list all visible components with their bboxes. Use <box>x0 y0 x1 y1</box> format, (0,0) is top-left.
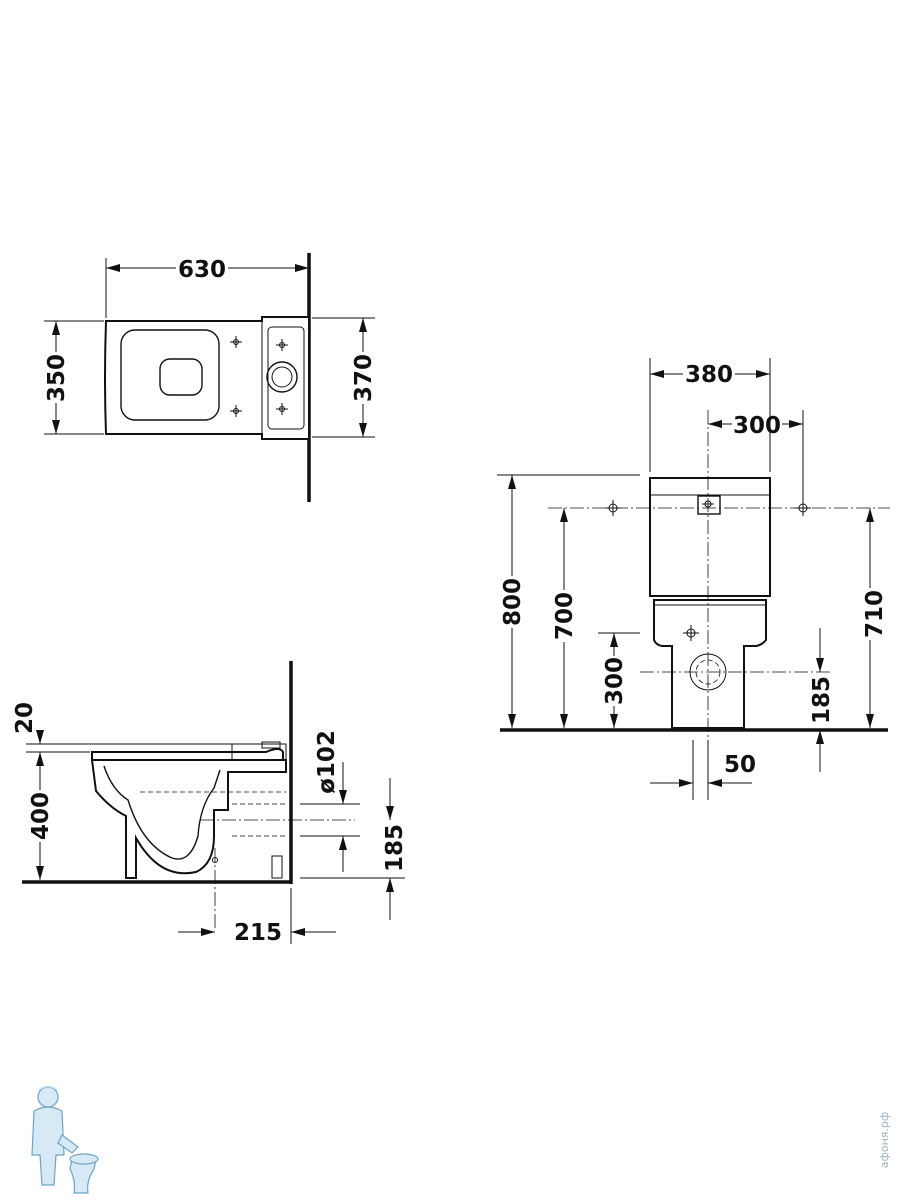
top-view: 630 350 370 <box>44 253 377 502</box>
side-view-height-dimension: 400 <box>28 752 54 880</box>
front-view-inlet-height-dimension: 300 <box>598 632 640 728</box>
dim-label-380: 380 <box>685 362 733 388</box>
top-view-seat <box>120 329 220 421</box>
dim-label-300-vertical: 300 <box>602 657 628 705</box>
top-view-lid-recess <box>159 358 203 396</box>
top-view-fixing-marks <box>230 336 288 417</box>
front-view-flush-button <box>697 495 721 515</box>
dim-label-800: 800 <box>500 578 526 626</box>
dim-label-710: 710 <box>862 590 888 638</box>
dim-label-400: 400 <box>28 792 54 840</box>
side-view-bowl <box>90 759 287 879</box>
top-view-depth-right-dimension: 370 <box>312 317 377 438</box>
front-view-bowl <box>653 599 767 729</box>
front-view-cistern-width-dimension: 380 <box>649 358 771 472</box>
dim-label-300-horizontal: 300 <box>733 413 781 439</box>
side-view-outlet-height-dimension: 185 <box>300 778 408 920</box>
side-view: 20 400 ø102 185 <box>12 661 408 946</box>
front-view-fixing-spacing-dimension: 300 <box>708 410 804 500</box>
dim-label-185-front: 185 <box>809 676 835 724</box>
front-view-outlet-offset-dimension: 50 <box>650 740 756 800</box>
dim-label-370: 370 <box>351 354 377 402</box>
front-view-fixing-marks <box>605 500 811 641</box>
dim-label-20: 20 <box>12 702 38 734</box>
watermark-site-text: афоня.рф <box>878 1112 891 1169</box>
top-view-outline <box>104 316 310 440</box>
side-view-floor-bracket <box>271 855 283 879</box>
side-view-seat-thickness-dimension: 20 <box>12 702 250 753</box>
side-view-outlet-diameter-dimension: ø102 <box>300 730 360 872</box>
dim-label-700: 700 <box>552 592 578 640</box>
dim-label-630: 630 <box>178 257 226 283</box>
dim-label-diameter-102: ø102 <box>314 730 340 794</box>
side-view-seat <box>91 748 284 761</box>
dim-label-215: 215 <box>234 920 282 946</box>
front-view-total-height-dimension: 800 <box>497 474 640 728</box>
top-view-flush-button <box>266 361 298 393</box>
top-view-depth-left-dimension: 350 <box>44 320 104 435</box>
dim-label-350: 350 <box>44 354 70 402</box>
front-view-cistern <box>649 477 771 597</box>
side-view-outlet-offset-dimension: 215 <box>178 888 336 946</box>
front-view: 380 300 800 700 <box>497 358 890 800</box>
front-view-outlet-height-dimension: 185 <box>809 628 835 772</box>
dim-label-50: 50 <box>724 752 756 778</box>
top-view-width-dimension: 630 <box>105 257 309 318</box>
front-view-fixing-height-dimension: 700 <box>552 508 578 728</box>
dim-label-185-side: 185 <box>382 824 408 872</box>
plumber-mascot-icon <box>31 1086 99 1194</box>
front-view-right-height-dimension: 710 <box>862 508 888 728</box>
